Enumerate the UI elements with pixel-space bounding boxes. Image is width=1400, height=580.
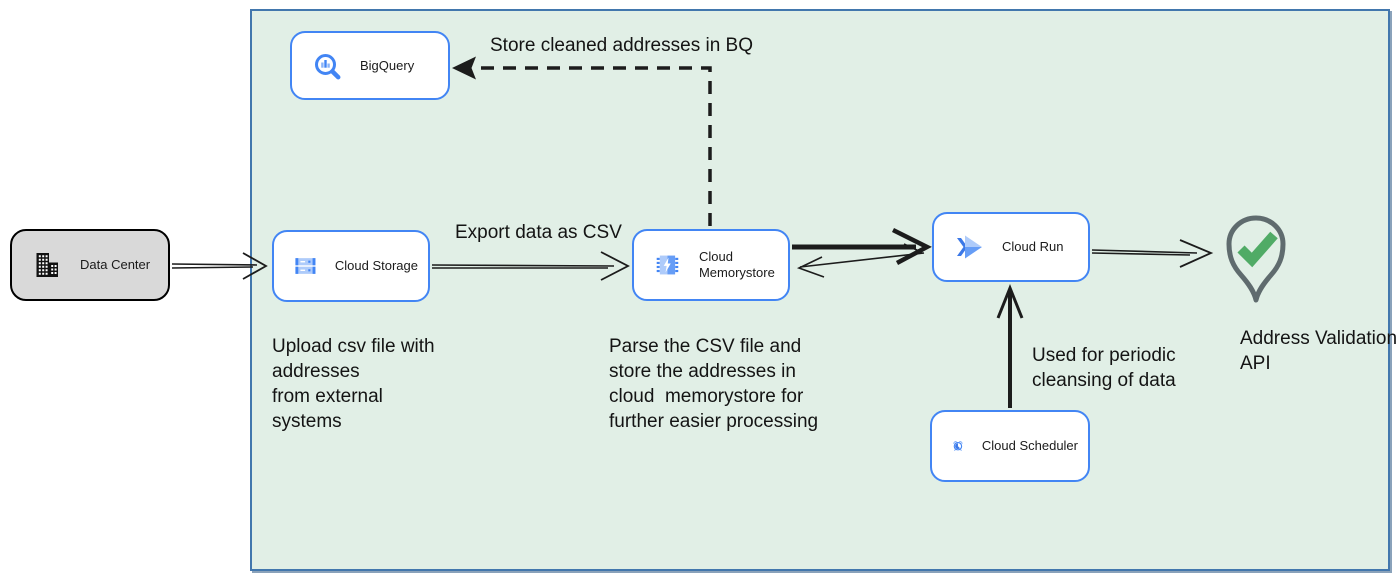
node-label: BigQuery xyxy=(360,57,415,73)
annotation-parse-csv: Parse the CSV file and store the address… xyxy=(609,336,819,432)
gcp-boundary-box xyxy=(250,9,1390,571)
data-center-icon xyxy=(36,253,58,277)
cloud-storage-icon xyxy=(295,258,316,274)
annotation-periodic-cleansing: Used for periodic cleansing of data xyxy=(1032,345,1176,391)
cloud-memorystore-icon xyxy=(656,255,679,275)
address-validation-api-label: Address Validation API xyxy=(1240,328,1398,374)
annotation-export-data-csv: Export data as CSV xyxy=(455,222,622,243)
cloud-scheduler-icon xyxy=(953,441,963,451)
node-label: Cloud Storage xyxy=(334,258,418,273)
cloud-run-icon xyxy=(957,235,982,259)
annotation-upload-csv: Upload csv file with addresses from exte… xyxy=(272,336,435,432)
bigquery-icon xyxy=(315,53,341,79)
node-bigquery: BigQuery xyxy=(290,31,450,100)
address-validation-pin-icon xyxy=(1226,215,1286,303)
node-label: Cloud Run xyxy=(1002,239,1064,254)
node-label: Cloud Memorystore xyxy=(698,249,775,280)
node-label: Cloud Scheduler xyxy=(981,438,1078,453)
node-cloud-scheduler: Cloud Scheduler xyxy=(930,410,1090,482)
node-cloud-run: Cloud Run xyxy=(932,212,1090,282)
node-cloud-storage: Cloud Storage xyxy=(272,230,430,302)
node-cloud-memorystore: Cloud Memorystore xyxy=(632,229,790,301)
annotation-store-cleaned-addresses: Store cleaned addresses in BQ xyxy=(490,35,753,56)
node-data-center: Data Center xyxy=(10,229,170,301)
node-label: Data Center xyxy=(80,257,151,272)
